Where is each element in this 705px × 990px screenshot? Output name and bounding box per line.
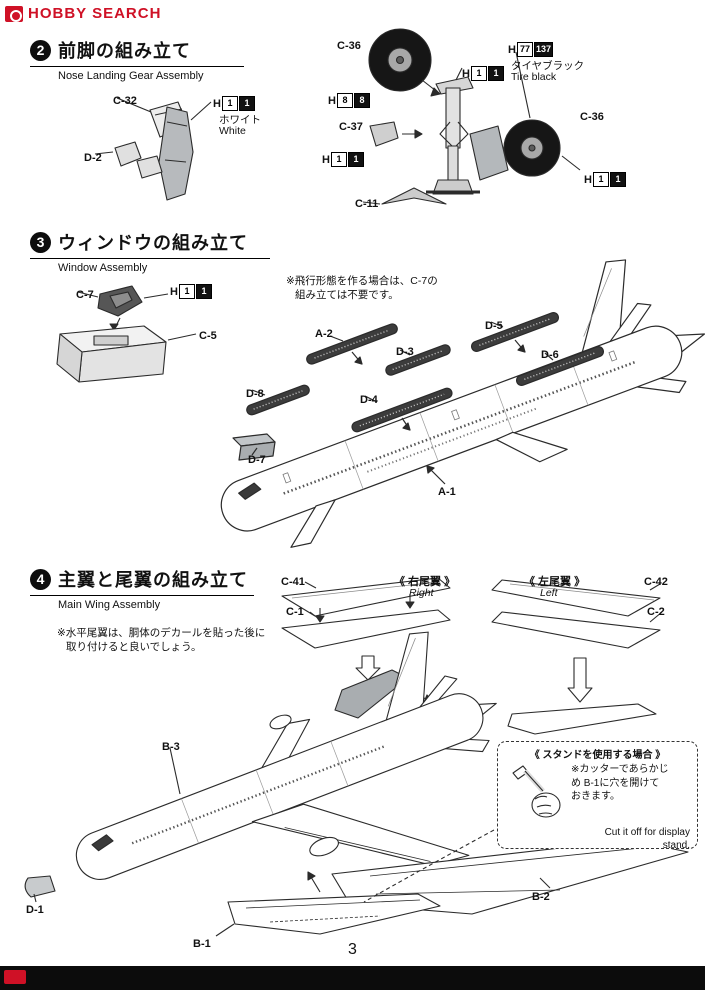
- part-label-d7: D-7: [248, 454, 266, 466]
- top-watermark-bar: HOBBY SEARCH: [0, 0, 705, 30]
- stand-note-title: 《 スタンドを使用する場合 》: [529, 750, 666, 761]
- part-label-c37: C-37: [339, 121, 363, 133]
- part-label-c5: C-5: [199, 330, 217, 342]
- bottom-watermark-bar: [0, 966, 705, 990]
- part-label-c7: C-7: [76, 289, 94, 301]
- nose-gear-parts-diagram: [94, 97, 212, 201]
- section-2-title-en: Nose Landing Gear Assembly: [58, 70, 204, 82]
- paint-name-white-jp: ホワイト: [219, 114, 261, 126]
- paint-name-white-en: White: [219, 125, 246, 137]
- stand-note-text-en: Cut it off for display stand.: [604, 827, 690, 851]
- part-label-b3: B-3: [162, 741, 180, 753]
- part-label-c36-top: C-36: [337, 40, 361, 52]
- window-assembly-small-diagram: [56, 285, 197, 383]
- wing-assembly-diagram: [24, 577, 689, 937]
- section-4-note-line1: ※水平尾翼は、胴体のデカールを貼った後に: [57, 627, 266, 639]
- section-2-title-jp: 前脚の組み立て: [58, 41, 191, 61]
- section-4-note-line2: 取り付けると良いでしょう。: [66, 641, 202, 653]
- section-4-number: 4: [30, 568, 51, 590]
- part-label-d3: D-3: [396, 346, 414, 358]
- stand-note-text-jp: ※カッターであらかじ め B-1に穴を開けて おきます。: [571, 764, 669, 802]
- page-number: 3: [348, 941, 357, 958]
- part-label-d8: D-8: [246, 388, 264, 400]
- fuselage-window-diagram: [220, 259, 705, 548]
- part-label-d1: D-1: [26, 904, 44, 916]
- part-label-d2: D-2: [84, 152, 102, 164]
- part-label-c41: C-41: [281, 576, 305, 588]
- part-label-b1: B-1: [193, 938, 211, 950]
- part-label-a1: A-1: [438, 486, 456, 498]
- right-tail-label-jp: 《 右尾翼 》: [394, 576, 456, 588]
- part-label-c36-right: C-36: [580, 111, 604, 123]
- part-label-d6: D-6: [541, 349, 559, 361]
- part-label-d4: D-4: [360, 394, 378, 406]
- section-4-title-jp: 主翼と尾翼の組み立て: [58, 570, 248, 590]
- part-label-c42: C-42: [644, 576, 668, 588]
- nose-gear-strut-diagram: [362, 28, 581, 205]
- hobbysearch-logo-text: HOBBY SEARCH: [28, 5, 162, 22]
- section-3-note-line2: 組み立ては不要です。: [295, 289, 399, 301]
- paint-name-tire-en: Tire black: [511, 71, 557, 83]
- part-label-c11: C-11: [355, 198, 379, 210]
- part-label-c1: C-1: [286, 606, 304, 618]
- hobbysearch-mark: [4, 970, 26, 984]
- section-3-note-line1: ※飛行形態を作る場合は、C-7の: [286, 275, 438, 287]
- part-label-a2: A-2: [315, 328, 333, 340]
- camera-icon: [5, 5, 23, 22]
- section-3-header: 3 ウィンドウの組み立て Window Assembly: [30, 229, 270, 274]
- part-label-c2: C-2: [647, 606, 665, 618]
- hobbysearch-logo: HOBBY SEARCH: [5, 5, 161, 22]
- stand-note-box: 《 スタンドを使用する場合 》 ※カッターであらかじ め B-1に穴を開けて お…: [497, 741, 698, 851]
- hand-knife-illustration: [512, 765, 561, 818]
- section-4-header: 4 主翼と尾翼の組み立て Main Wing Assembly: [30, 566, 254, 611]
- right-tail-label-en: Right: [409, 587, 434, 599]
- part-label-b2: B-2: [532, 891, 550, 903]
- left-tail-label-jp: 《 左尾翼 》: [524, 576, 586, 588]
- part-label-d5: D-5: [485, 320, 503, 332]
- section-3-title-jp: ウィンドウの組み立て: [58, 233, 248, 253]
- section-3-number: 3: [30, 231, 51, 253]
- section-4-title-en: Main Wing Assembly: [58, 599, 161, 611]
- section-2-number: 2: [30, 39, 51, 61]
- paint-name-tire-jp: タイヤブラック: [511, 60, 585, 72]
- section-3-title-en: Window Assembly: [58, 262, 148, 274]
- left-tail-label-en: Left: [540, 587, 558, 599]
- section-2-header: 2 前脚の組み立て Nose Landing Gear Assembly: [30, 37, 244, 82]
- part-label-c32: C-32: [113, 95, 137, 107]
